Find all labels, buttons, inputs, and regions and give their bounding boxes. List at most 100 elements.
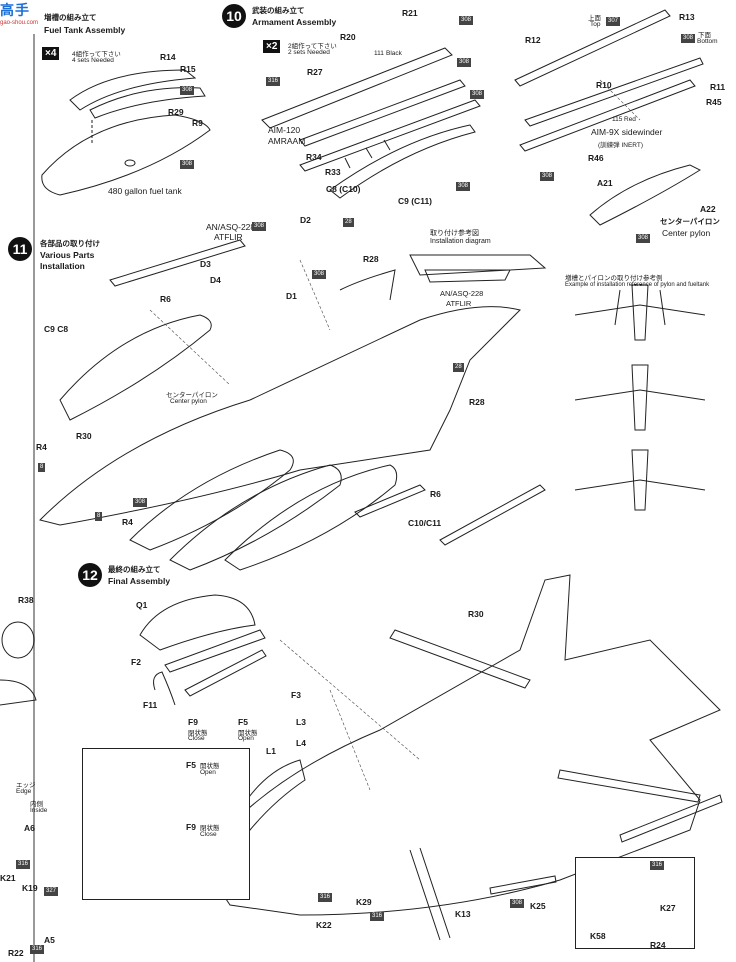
part-label: F9 bbox=[188, 717, 198, 727]
step9-title-jp: 増槽の組み立て bbox=[44, 13, 97, 22]
inset-f9-jp: 閉状態 bbox=[200, 825, 220, 832]
paint-code-badge: 308 bbox=[252, 222, 267, 231]
edge-label-en: Edge bbox=[16, 788, 32, 795]
center-pylon-jp: センターパイロン bbox=[660, 217, 720, 226]
part-label: K22 bbox=[316, 920, 332, 930]
step10-note-jp: 2組作って下さい bbox=[288, 43, 337, 50]
part-label: R9 bbox=[192, 118, 203, 128]
atflir-caption-1: AN/ASQ-228 bbox=[206, 222, 256, 232]
part-label: A6 bbox=[24, 823, 35, 833]
diagram-atflir-1: AN/ASQ-228 bbox=[440, 289, 484, 298]
amraam-caption-2: AMRAAM bbox=[268, 136, 306, 146]
red-paint-code: 115 bbox=[612, 116, 623, 123]
part-label: F11 bbox=[143, 700, 158, 710]
part-label: D1 bbox=[286, 291, 297, 301]
part-label: F3 bbox=[291, 690, 301, 700]
bottom-label-en: Bottom bbox=[697, 38, 718, 45]
paint-code-badge: 28 bbox=[343, 218, 354, 227]
part-label: Q1 bbox=[136, 600, 148, 610]
part-label: R13 bbox=[679, 12, 695, 22]
black-paint-code: 111 bbox=[374, 50, 384, 57]
center-pylon-en: Center pylon bbox=[662, 228, 711, 238]
part-label: R6 bbox=[430, 489, 441, 499]
inset-f5-label: F5 bbox=[186, 760, 196, 770]
step9-note-jp: 4組作って下さい bbox=[72, 51, 121, 58]
part-label: K21 bbox=[0, 873, 16, 883]
inset-f5-jp: 開状態 bbox=[200, 763, 220, 770]
part-label: R21 bbox=[402, 8, 418, 18]
site-watermark-logo: 高手 gao-shou.com bbox=[0, 0, 42, 34]
paint-code-badge: 316 bbox=[318, 893, 333, 902]
paint-code-badge: 308 bbox=[470, 90, 485, 99]
part-label: R46 bbox=[588, 153, 604, 163]
amraam-caption-1: AIM-120 bbox=[268, 125, 301, 135]
part-label: R10 bbox=[596, 80, 612, 90]
part-label: C8 (C10) bbox=[326, 184, 361, 194]
sidewinder-caption: AIM-9X sidewinder bbox=[591, 127, 663, 137]
installation-diagram-en: Installation diagram bbox=[430, 238, 491, 245]
part-label: L3 bbox=[296, 717, 306, 727]
part-label: C9 C8 bbox=[44, 324, 69, 334]
part-label: C10/C11 bbox=[408, 518, 442, 528]
step10-note-en: 2 sets Needed bbox=[288, 49, 330, 56]
part-label: R22 bbox=[8, 948, 24, 958]
step10-number: 10 bbox=[222, 4, 246, 28]
part-label: R45 bbox=[706, 97, 722, 107]
part-label: L4 bbox=[296, 738, 306, 748]
part-label: L1 bbox=[266, 746, 276, 756]
step11-title-en1: Various Parts bbox=[40, 250, 95, 260]
paint-code-badge: 28 bbox=[453, 363, 464, 372]
part-label: R4 bbox=[36, 442, 47, 452]
step10-multiplier-badge: ×2 bbox=[263, 40, 281, 53]
part-label: D2 bbox=[300, 215, 311, 225]
step9-title-en: Fuel Tank Assembly bbox=[44, 25, 126, 35]
red-paint-label: Red bbox=[624, 116, 636, 123]
paint-code-badge: 308 bbox=[180, 160, 195, 169]
paint-code-badge: 308 bbox=[457, 58, 472, 67]
paint-code-badge: 316 bbox=[370, 912, 385, 921]
part-label: R14 bbox=[160, 52, 176, 62]
inset-f9-en: Close bbox=[200, 831, 217, 838]
part-label: R15 bbox=[180, 64, 196, 74]
reference-example-jp: 増槽とパイロンの取り付け参考例 bbox=[565, 275, 663, 282]
step10-title-jp: 武装の組み立て bbox=[252, 6, 305, 15]
part-label: K25 bbox=[530, 901, 546, 911]
watermark-chars: 高手 bbox=[0, 2, 30, 18]
inside-label-en: Inside bbox=[30, 807, 48, 814]
center-pylon-en: Center pylon bbox=[170, 398, 207, 405]
part-label: D4 bbox=[210, 275, 221, 285]
part-label: R33 bbox=[325, 167, 341, 177]
black-paint-label: Black bbox=[386, 50, 402, 57]
installation-diagram-jp: 取り付け参考図 bbox=[430, 230, 479, 237]
step12-number: 12 bbox=[78, 563, 102, 587]
part-label: F5 bbox=[238, 717, 248, 727]
paint-code-badge: 308 bbox=[456, 182, 471, 191]
atflir-caption-2: ATFLIR bbox=[214, 232, 243, 242]
step9-note-en: 4 sets Needed bbox=[72, 57, 114, 64]
top-label-en: Top bbox=[590, 21, 601, 28]
paint-code-badge: 316 bbox=[30, 945, 45, 954]
part-label: A5 bbox=[44, 935, 55, 945]
paint-code-badge: 308 bbox=[681, 34, 696, 43]
paint-code-badge: 316 bbox=[16, 860, 31, 869]
paint-code-badge: 308 bbox=[540, 172, 555, 181]
paint-code-badge: 308 bbox=[459, 16, 474, 25]
watermark-url: gao-shou.com bbox=[0, 20, 39, 26]
inside-label-jp: 内側 bbox=[30, 801, 43, 808]
part-label: F2 bbox=[131, 657, 141, 667]
part-label: R34 bbox=[306, 152, 322, 162]
bottom-label-jp: 下面 bbox=[698, 32, 711, 39]
part-label: K27 bbox=[660, 903, 676, 913]
part-label: R27 bbox=[307, 67, 323, 77]
paint-code-badge: 308 bbox=[133, 498, 148, 507]
step11-number: 11 bbox=[8, 237, 32, 261]
center-pylon-jp: センターパイロン bbox=[166, 392, 218, 399]
part-label: R30 bbox=[468, 609, 484, 619]
part-label: R20 bbox=[340, 32, 356, 42]
paint-code-badge: 308 bbox=[636, 234, 651, 243]
part-label: D3 bbox=[200, 259, 211, 269]
part-label: A21 bbox=[597, 178, 613, 188]
paint-code-badge: 8 bbox=[95, 512, 103, 521]
step10-title-en: Armament Assembly bbox=[252, 17, 337, 27]
